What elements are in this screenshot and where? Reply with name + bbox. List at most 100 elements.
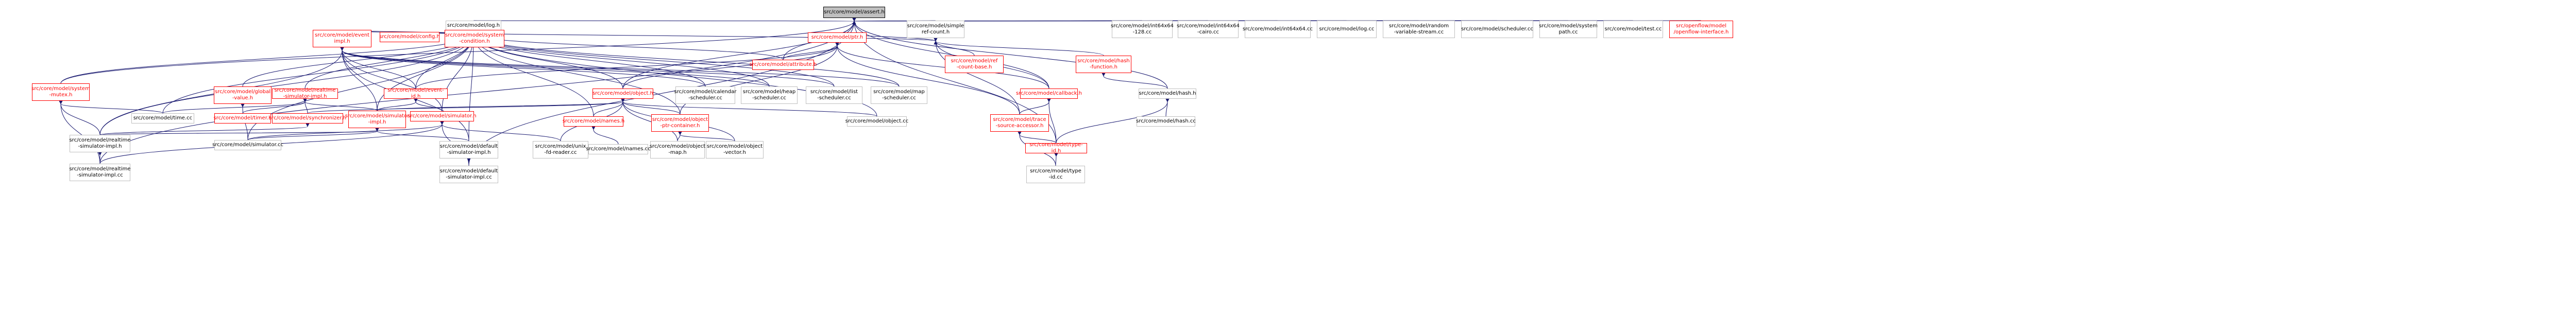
node-list-scheduler-cc[interactable]: src/core/model/list -scheduler.cc — [806, 86, 862, 104]
dependency-edge — [342, 29, 938, 45]
dependency-edge — [247, 121, 444, 140]
node-config-h[interactable]: src/core/model/config.h — [379, 32, 440, 42]
dependency-edge — [1056, 98, 1170, 144]
dependency-edge — [99, 17, 856, 164]
dependency-edge — [375, 128, 469, 142]
node-ptr-h[interactable]: src/core/model/ptr.h — [808, 32, 867, 43]
dependency-edge — [414, 98, 443, 112]
dependency-edge — [303, 98, 308, 114]
dependency-edge — [1101, 73, 1168, 89]
node-system-condition-h[interactable]: src/core/model/system -condition.h — [445, 30, 504, 47]
dependency-edge — [99, 123, 310, 135]
dependency-edge — [852, 17, 1168, 89]
node-random-variable-stream-cc[interactable]: src/core/model/random -variable-stream.c… — [1383, 21, 1455, 38]
node-log-cc[interactable]: src/core/model/log.cc — [1317, 21, 1377, 38]
node-unix-fd-reader-cc[interactable]: src/core/model/unix -fd-reader.cc — [533, 141, 588, 158]
node-system-path-cc[interactable]: src/core/model/system path.cc — [1539, 21, 1598, 38]
dependency-edge — [471, 30, 681, 115]
node-event-id-h[interactable]: src/core/model/event-id.h — [384, 87, 448, 99]
node-test-cc[interactable]: src/core/model/test.cc — [1603, 21, 1663, 38]
node-realtime-impl-h[interactable]: src/core/model/realtime -simulator-impl.… — [69, 135, 131, 152]
node-simple-ref-count-h[interactable]: src/core/model/simple ref-count.h — [907, 21, 964, 38]
node-heap-scheduler-cc[interactable]: src/core/model/heap -scheduler.cc — [741, 86, 798, 104]
dependency-edge — [340, 47, 416, 89]
node-object-cc[interactable]: src/core/model/object.cc — [845, 116, 908, 127]
node-object-map-h[interactable]: src/core/model/object -map.h — [650, 141, 705, 158]
node-ref-count-base-h[interactable]: src/core/model/ref -count-base.h — [945, 56, 1004, 73]
node-simulator-h[interactable]: src/core/model/simulator.h — [408, 111, 477, 121]
dependency-edge — [934, 38, 1020, 115]
node-event-impl-h[interactable]: src/core/model/event impl.h — [313, 30, 371, 47]
node-realtime-h[interactable]: src/core/model/realtime -simulator-impl.… — [272, 87, 338, 99]
dependency-edge — [678, 131, 735, 142]
node-system-mutex-h[interactable]: src/core/model/system -mutex.h — [31, 83, 90, 101]
dependency-edge — [59, 100, 163, 114]
node-type-id-cc[interactable]: src/core/model/type -id.cc — [1026, 166, 1085, 183]
node-int64x64-cc[interactable]: src/core/model/int64x64.cc — [1243, 21, 1313, 38]
dependency-edge — [99, 30, 476, 135]
dependency-edge — [241, 103, 248, 140]
node-calendar-scheduler-cc[interactable]: src/core/model/calendar -scheduler.cc — [674, 86, 737, 104]
dependency-edge — [1047, 98, 1057, 144]
dependency-edge — [471, 30, 770, 87]
node-object-h[interactable]: src/core/model/object.h — [592, 89, 653, 99]
node-int64x64-128-cc[interactable]: src/core/model/int64x64 -128.cc — [1111, 21, 1174, 38]
node-simulator-cc[interactable]: src/core/model/simulator.cc — [212, 140, 283, 150]
node-log-h[interactable]: src/core/model/log.h — [446, 21, 501, 31]
dependency-edge — [783, 42, 839, 60]
dependency-edge — [340, 47, 900, 87]
dependency-edge — [415, 42, 839, 89]
node-hash-function-h[interactable]: src/core/model/hash -function.h — [1076, 56, 1131, 73]
node-object-ptr-container-h[interactable]: src/core/model/object -ptr-container.h — [651, 114, 709, 132]
node-hash-h[interactable]: src/core/model/hash.h — [1139, 89, 1196, 99]
dependency-edge — [1018, 131, 1057, 144]
dependency-edge — [593, 98, 625, 117]
dependency-edge — [340, 47, 443, 112]
dependency-edge — [468, 17, 856, 166]
node-scheduler-cc[interactable]: src/core/model/scheduler.cc — [1461, 21, 1533, 38]
dependency-edge — [835, 42, 1020, 115]
dependency-edge — [1019, 98, 1051, 115]
dependency-edge — [307, 98, 625, 114]
node-callback-h[interactable]: src/core/model/callback.h — [1016, 89, 1082, 99]
dependency-edge — [468, 30, 476, 142]
dependency-edge — [621, 98, 681, 115]
node-trace-source-accessor-h[interactable]: src/core/model/trace -source-accessor.h — [990, 114, 1049, 132]
node-assert-h: src/core/model/assert.h — [823, 7, 885, 18]
dependency-edge — [162, 98, 307, 114]
node-names-h[interactable]: src/core/model/names.h — [563, 116, 624, 127]
dependency-edge — [99, 128, 380, 135]
node-map-scheduler-cc[interactable]: src/core/model/map -scheduler.cc — [871, 86, 927, 104]
dependency-edge — [340, 47, 706, 87]
dependency-edge — [471, 30, 594, 117]
node-object-vector-h[interactable]: src/core/model/object -vector.h — [706, 141, 764, 158]
node-openflow-interface-h[interactable]: src/openflow/model /openflow-interface.h — [1669, 21, 1733, 38]
dependency-edge — [247, 128, 379, 140]
node-simulator-impl-h[interactable]: src/core/model/simulator -impl.h — [345, 111, 409, 128]
dependency-edge — [340, 47, 770, 87]
dependency-edge — [591, 126, 619, 145]
node-hash-cc[interactable]: src/core/model/hash.cc — [1136, 116, 1196, 127]
node-int64x64-cairo-cc[interactable]: src/core/model/int64x64 -cairo.cc — [1177, 21, 1240, 38]
dependency-edge — [835, 42, 1049, 89]
dependency-edge — [60, 17, 856, 84]
dependency-edge — [471, 30, 706, 87]
node-default-impl-h[interactable]: src/core/model/default -simulator-impl.h — [439, 141, 498, 158]
node-synchronizer-h[interactable]: src/core/model/synchronizer.h — [269, 113, 346, 124]
node-realtime-impl-cc[interactable]: src/core/model/realtime -simulator-impl.… — [69, 164, 131, 181]
dependency-edge — [340, 47, 835, 87]
dependency-edge — [242, 98, 307, 114]
node-global-value-h[interactable]: src/core/model/global -value.h — [214, 86, 272, 104]
node-attribute-h[interactable]: src/core/model/attribute.h — [750, 60, 817, 70]
node-names-cc[interactable]: src/core/model/names.cc — [586, 144, 651, 154]
node-type-id-h[interactable]: src/core/model/type-id.h — [1025, 142, 1087, 154]
dependency-edge — [59, 100, 100, 135]
dependency-edge — [440, 121, 561, 142]
node-default-impl-cc[interactable]: src/core/model/default -simulator-impl.c… — [439, 166, 498, 183]
node-time-cc[interactable]: src/core/model/time.cc — [131, 113, 194, 124]
dependency-edge — [677, 131, 682, 142]
dependency-edge — [934, 38, 1104, 56]
node-timer-h[interactable]: src/core/model/timer.h — [214, 113, 272, 124]
